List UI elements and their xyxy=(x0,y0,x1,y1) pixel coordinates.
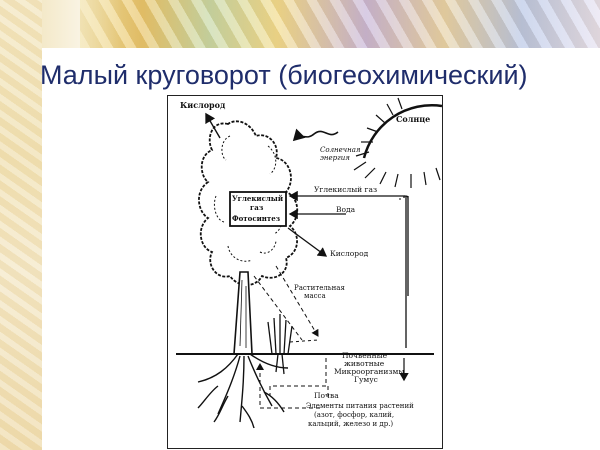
label-nutrients-2: (азот, фосфор, калий, xyxy=(314,411,394,419)
label-plant-mass-1: Растительная xyxy=(294,284,345,292)
label-oxygen-mid: Кислород xyxy=(330,249,369,258)
label-nutrients-3: кальций, железо и др.) xyxy=(308,420,393,428)
label-oxygen-top: Кислород xyxy=(180,100,226,110)
label-box-3: Фотосинтез xyxy=(232,214,281,223)
label-soil-fauna-3: Микроорганизмы xyxy=(334,367,404,376)
solar-energy-arrow xyxy=(292,128,339,142)
label-solar-energy-1: Солнечная xyxy=(320,146,361,154)
decorative-top-fade xyxy=(42,0,122,48)
label-co2-right: Углекислый газ xyxy=(314,185,377,194)
label-sun: Солнце xyxy=(396,114,430,124)
label-soil-fauna-4: Гумус xyxy=(354,375,378,384)
label-soil: Почва xyxy=(314,391,339,400)
label-solar-energy-2: энергия xyxy=(320,154,350,162)
label-plant-mass-2: масса xyxy=(304,292,326,300)
grass-tuft xyxy=(267,314,293,375)
slide-title: Малый круговорот (биогеохимический) xyxy=(40,60,528,90)
decorative-left-strip xyxy=(0,0,42,450)
photosynthesis-box xyxy=(229,191,287,227)
label-soil-fauna-2: животные xyxy=(344,359,385,368)
label-water: Вода xyxy=(336,205,356,214)
tree-roots xyxy=(197,353,289,429)
tree-trunk xyxy=(233,271,253,355)
sun-icon xyxy=(353,97,442,188)
cycle-diagram: Кислород Солнце Солнечная энергия Углеки… xyxy=(167,95,443,449)
decorative-top-banner xyxy=(80,0,600,48)
label-soil-fauna-1: Почвенные xyxy=(342,351,388,360)
label-box-2: газ xyxy=(250,203,264,212)
label-nutrients-1: Элементы питания растений xyxy=(306,402,414,410)
cycle-diagram-svg: Кислород Солнце Солнечная энергия Углеки… xyxy=(176,97,442,429)
label-box-1: Углекислый xyxy=(232,194,283,203)
